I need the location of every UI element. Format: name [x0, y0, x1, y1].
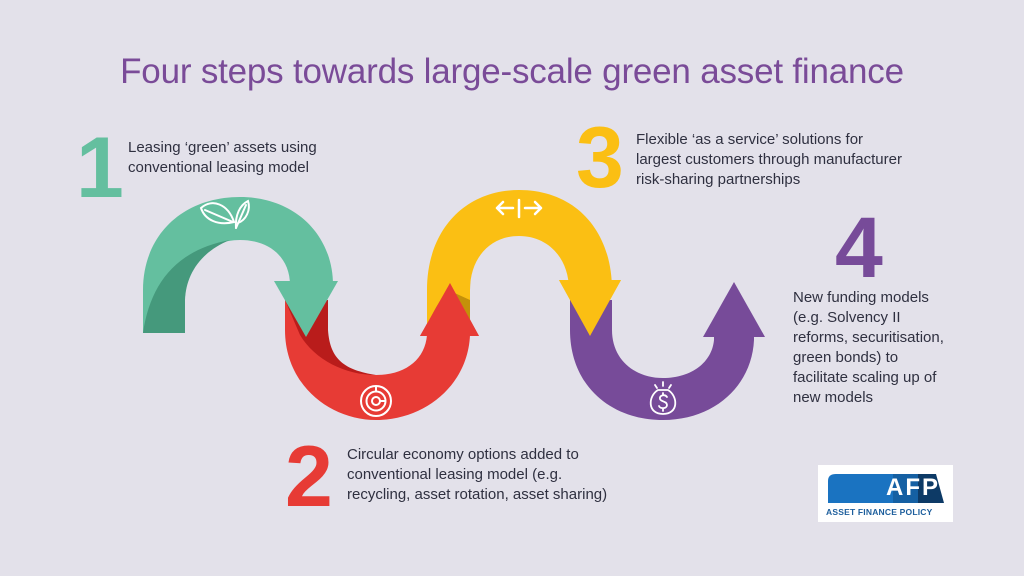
step3-line: Flexible ‘as a service’ solutions for: [636, 131, 864, 148]
leaf-icon: [199, 199, 250, 229]
step2-line: Circular economy options added to: [347, 446, 579, 463]
expand-arrows-icon: [495, 198, 543, 219]
step3-description: Flexible ‘as a service’ solutions for la…: [636, 130, 902, 190]
money-bag-icon: [649, 381, 677, 415]
step1-line: Leasing ‘green’ assets using: [128, 139, 317, 156]
afp-logo-graphic: [828, 474, 944, 503]
step4-arrow: [559, 280, 765, 420]
step2-line: recycling, asset rotation, asset sharing…: [347, 486, 608, 503]
maze-target-icon: [360, 385, 392, 417]
step4-line: (e.g. Solvency II: [793, 309, 901, 326]
step1-description: Leasing ‘green’ assets using conventiona…: [128, 138, 317, 178]
step2-number: 2: [285, 429, 333, 525]
step4-description: New funding models (e.g. Solvency II ref…: [793, 288, 944, 408]
afp-logo: AFP ASSET FINANCE POLICY: [818, 465, 953, 522]
step3-line: largest customers through manufacturer: [636, 151, 902, 168]
step1-arrow: [143, 197, 338, 337]
page-title: Four steps towards large-scale green ass…: [120, 52, 904, 91]
step4-line: facilitate scaling up of: [793, 369, 937, 386]
step2-description: Circular economy options added to conven…: [347, 445, 607, 505]
step4-line: reforms, securitisation,: [793, 329, 944, 346]
step1-line: conventional leasing model: [128, 159, 309, 176]
step4-line: new models: [793, 389, 874, 406]
afp-logo-tagline: ASSET FINANCE POLICY: [826, 507, 933, 517]
afp-logo-letters: AFP: [886, 474, 940, 501]
step4-line: New funding models: [793, 289, 929, 306]
step2-line: conventional leasing model (e.g.: [347, 466, 563, 483]
step1-number: 1: [76, 120, 124, 216]
step4-line: green bonds) to: [793, 349, 899, 366]
step3-line: risk-sharing partnerships: [636, 171, 801, 188]
step4-number: 4: [835, 200, 883, 296]
step3-number: 3: [576, 110, 624, 206]
